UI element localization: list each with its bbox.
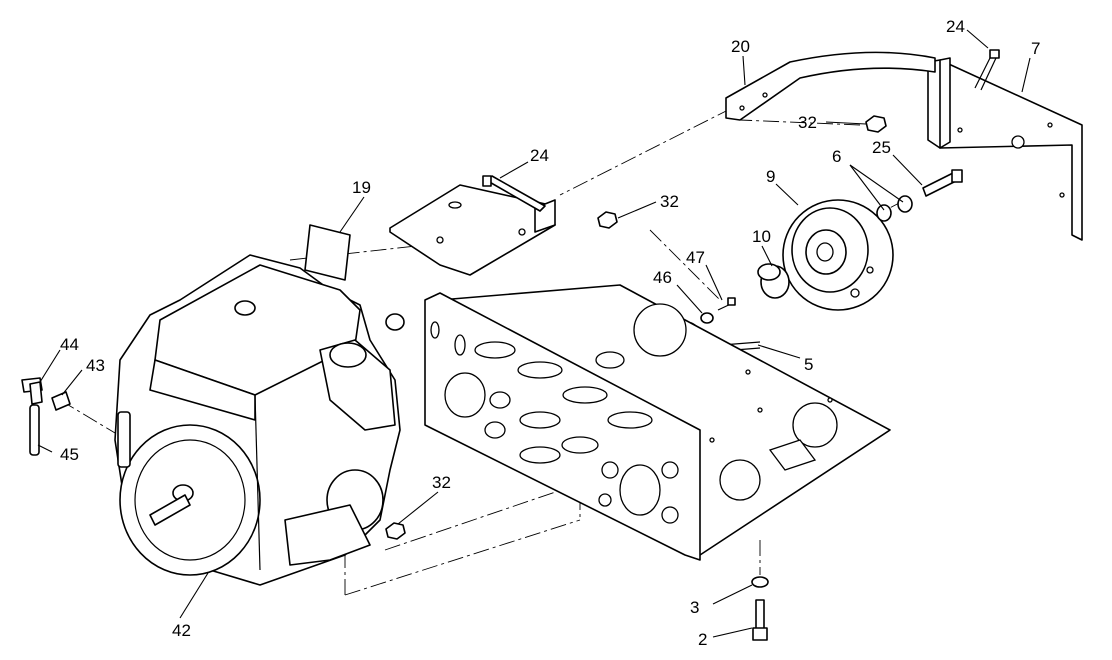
frame-slots [430,321,679,524]
callout-24-middle: 24 [530,146,549,165]
nut-32-lower [385,522,406,540]
callout-2: 2 [698,630,707,649]
hose-45 [29,404,40,456]
callout-24-upper-right: 24 [946,17,965,36]
callout-20: 20 [731,37,750,56]
callout-42: 42 [172,621,191,640]
screw-47 [717,297,736,311]
washers-6 [876,195,913,222]
callout-25: 25 [872,138,891,157]
fitting-43 [51,391,71,411]
callout-19: 19 [352,178,371,197]
side-frame-rail [424,292,701,561]
callout-5: 5 [804,355,813,374]
electric-clutch [782,199,894,311]
engine-42 [114,254,405,586]
decal-19 [304,224,351,281]
bolt-2 [752,599,768,641]
nut-32-middle [597,211,618,229]
callout-6: 6 [832,147,841,166]
callout-43: 43 [86,356,105,375]
bolt-25 [922,169,963,197]
callout-44: 44 [60,335,79,354]
callout-7: 7 [1031,39,1040,58]
washer-3 [751,576,769,588]
callout-32-upper-right: 32 [798,113,817,132]
engine-mount-bracket [389,184,556,276]
callout-9: 9 [766,167,775,186]
bolt-24-left [482,175,546,212]
callout-46: 46 [653,268,672,287]
nut-32-upper-right [865,115,887,133]
callout-45: 45 [60,445,79,464]
bolt-24-right [974,49,1000,91]
callout-labels: 20 24 7 32 6 25 9 24 32 19 10 47 46 5 44… [60,17,1040,649]
callout-10: 10 [752,227,771,246]
rear-bracket-plate [927,57,1083,241]
leader-lines [37,29,1031,638]
washer-46 [700,312,714,324]
fitting-44 [21,377,43,405]
curved-strap [725,51,936,121]
callout-32-middle: 32 [660,192,679,211]
callout-47: 47 [686,248,705,267]
spacer-10 [757,263,790,299]
callout-32-lower: 32 [432,473,451,492]
callout-3: 3 [690,598,699,617]
